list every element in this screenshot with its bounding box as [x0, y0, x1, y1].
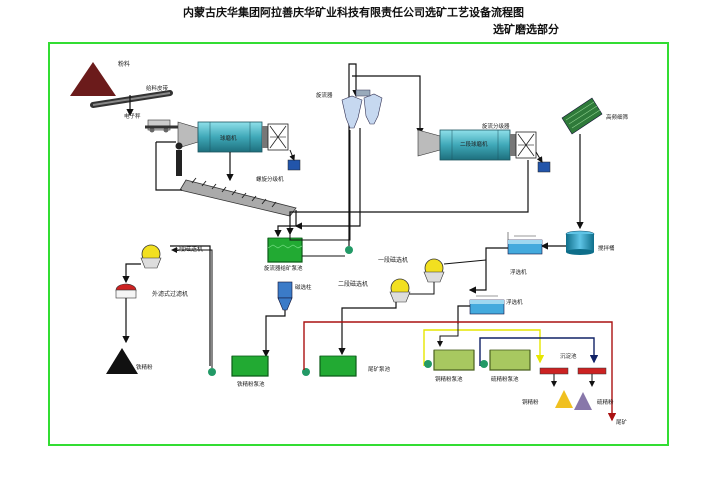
label-ball-mill-2: 二段球磨机 — [460, 142, 488, 148]
electronic-scale — [147, 119, 171, 131]
label-tailings: 尾矿 — [616, 420, 628, 426]
label-spiral-classifier: 螺旋分级机 — [256, 177, 284, 183]
flotation-machine-1 — [507, 232, 543, 255]
label-pump-pool-1: 旋流器给矿泵池 — [264, 266, 303, 272]
settling-filter-cu — [539, 367, 569, 375]
cyclone — [341, 89, 383, 129]
pump-2 — [208, 368, 216, 376]
label-s-concentrate: 硫精粉 — [597, 400, 614, 406]
high-frequency-screen — [561, 97, 603, 135]
label-mixing-tank: 搅拌桶 — [598, 246, 615, 252]
label-concentrate-pile: 铁精粉 — [136, 365, 153, 371]
label-electronic-scale: 电子秤 — [124, 114, 141, 120]
label-flotation-2: 浮选机 — [506, 300, 523, 306]
s-line — [479, 337, 599, 366]
ore-pile — [70, 62, 116, 96]
ball-mill-2 — [439, 129, 511, 161]
magnetic-column — [277, 281, 293, 311]
label-mag-sep-1: 一段磁选机 — [378, 257, 409, 264]
pump-pool-1 — [267, 237, 303, 263]
label-screen: 高频细筛 — [606, 115, 629, 121]
label-pump-pool-3: 尾矿泵池 — [368, 367, 391, 373]
label-vacuum-filter: 外滤式过滤机 — [152, 291, 189, 298]
flotation-machine-2 — [469, 295, 505, 315]
diagram-frame — [48, 42, 669, 446]
settling-filter-s — [577, 367, 607, 375]
s-pump-pool — [480, 349, 531, 371]
pump-1 — [345, 246, 353, 254]
pump-3 — [302, 368, 310, 376]
label-cu-pool: 铜精粉泵池 — [435, 377, 463, 383]
concentrate-pile — [106, 348, 138, 374]
pump-pool-3 — [319, 355, 357, 377]
label-feed-belt: 给料皮带 — [146, 86, 169, 92]
label-cu-concentrate: 铜精粉 — [522, 400, 539, 406]
label-mag-sep-3: 三段磁选机 — [173, 246, 204, 253]
spiral-classifier — [179, 179, 297, 217]
label-flotation-1: 浮选机 — [510, 270, 527, 276]
cu-concentrate-pile — [555, 390, 573, 408]
label-cyclone-classifier: 旋流分级器 — [482, 124, 510, 130]
page-title: 内蒙古庆华集团阿拉善庆华矿业科技有限责任公司选矿工艺设备流程图 — [183, 6, 524, 19]
label-ball-mill-1: 球磨机 — [220, 136, 237, 142]
magnetic-separator-2 — [389, 278, 411, 303]
vacuum-filter — [115, 283, 137, 299]
page-subtitle: 选矿磨选部分 — [493, 23, 559, 36]
label-s-pool: 硫精粉泵池 — [491, 377, 519, 383]
label-mag-column: 磁选柱 — [295, 285, 312, 291]
cu-pump-pool — [424, 349, 475, 371]
magnetic-separator-1 — [423, 258, 445, 283]
label-mag-sep-2: 二段磁选机 — [338, 281, 369, 288]
mixing-tank — [565, 230, 595, 255]
tailings-line — [303, 321, 617, 422]
s-concentrate-pile — [574, 392, 592, 410]
label-settling-pool: 沉淀池 — [560, 354, 577, 360]
label-pump-pool-2: 铁精粉泵池 — [237, 382, 265, 388]
label-ore-pile: 粉料 — [118, 61, 131, 68]
magnetic-separator-3 — [140, 244, 162, 269]
pump-pool-2 — [231, 355, 269, 377]
label-cyclone: 旋流器 — [316, 93, 333, 99]
cu-line — [423, 329, 545, 366]
